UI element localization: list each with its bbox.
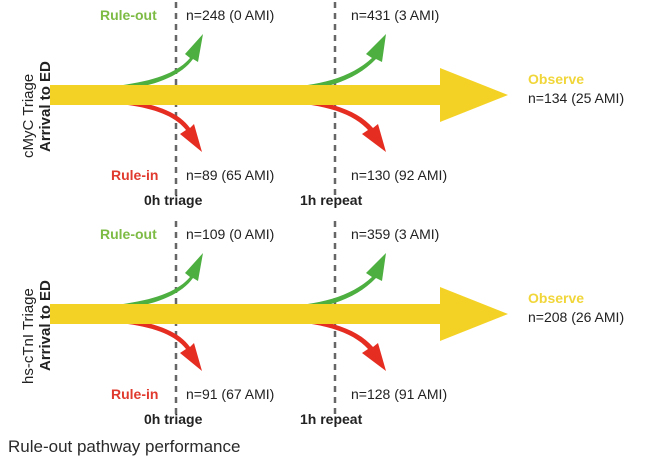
rule-out-count-0h: n=109 (0 AMI) bbox=[186, 226, 275, 242]
rule-out-count-1h: n=359 (3 AMI) bbox=[351, 226, 440, 242]
rule-out-count-0h: n=248 (0 AMI) bbox=[186, 7, 275, 23]
observe-count: n=208 (26 AMI) bbox=[528, 309, 625, 325]
hsctni-panel: hs-cTnI Triage Arrival to ED Rule-out n=… bbox=[0, 219, 650, 439]
rule-out-arrow-1h bbox=[275, 34, 386, 92]
rule-in-arrow-0h bbox=[85, 98, 202, 152]
timepoint-0h-label: 0h triage bbox=[144, 411, 203, 427]
observe-label: Observe bbox=[528, 71, 585, 87]
panel-subtitle: Arrival to ED bbox=[37, 61, 54, 152]
rule-out-count-1h: n=431 (3 AMI) bbox=[351, 7, 440, 23]
panel-title: cMyC Triage bbox=[20, 73, 37, 158]
observe-label: Observe bbox=[528, 290, 585, 306]
observe-arrow bbox=[50, 287, 508, 341]
rule-in-count-0h: n=89 (65 AMI) bbox=[186, 167, 275, 183]
rule-out-label: Rule-out bbox=[100, 7, 157, 23]
observe-count: n=134 (25 AMI) bbox=[528, 90, 625, 106]
hsctni-flow-diagram bbox=[50, 221, 508, 417]
rule-out-label: Rule-out bbox=[100, 226, 157, 242]
panel-title: hs-cTnI Triage bbox=[20, 288, 37, 384]
rule-out-arrow-0h bbox=[85, 253, 203, 311]
rule-in-count-1h: n=130 (92 AMI) bbox=[351, 167, 448, 183]
rule-out-arrow-1h bbox=[275, 253, 386, 311]
timepoint-1h-label: 1h repeat bbox=[300, 411, 363, 427]
figure-caption: Rule-out pathway performance bbox=[8, 437, 241, 456]
rule-in-label: Rule-in bbox=[111, 167, 159, 183]
cmyc-flow-diagram bbox=[50, 2, 508, 198]
timepoint-1h-label: 1h repeat bbox=[300, 192, 363, 208]
rule-in-arrow-1h bbox=[275, 98, 386, 152]
observe-arrow bbox=[50, 68, 508, 122]
cmyc-panel: cMyC Triage Arrival to ED Rule-out n=248… bbox=[0, 0, 650, 220]
panel-subtitle: Arrival to ED bbox=[37, 280, 54, 371]
rule-in-arrow-0h bbox=[85, 317, 202, 371]
rule-in-count-0h: n=91 (67 AMI) bbox=[186, 386, 275, 402]
rule-out-arrow-0h bbox=[85, 34, 203, 92]
rule-in-count-1h: n=128 (91 AMI) bbox=[351, 386, 448, 402]
timepoint-0h-label: 0h triage bbox=[144, 192, 203, 208]
rule-in-arrow-1h bbox=[275, 317, 386, 371]
rule-in-label: Rule-in bbox=[111, 386, 159, 402]
